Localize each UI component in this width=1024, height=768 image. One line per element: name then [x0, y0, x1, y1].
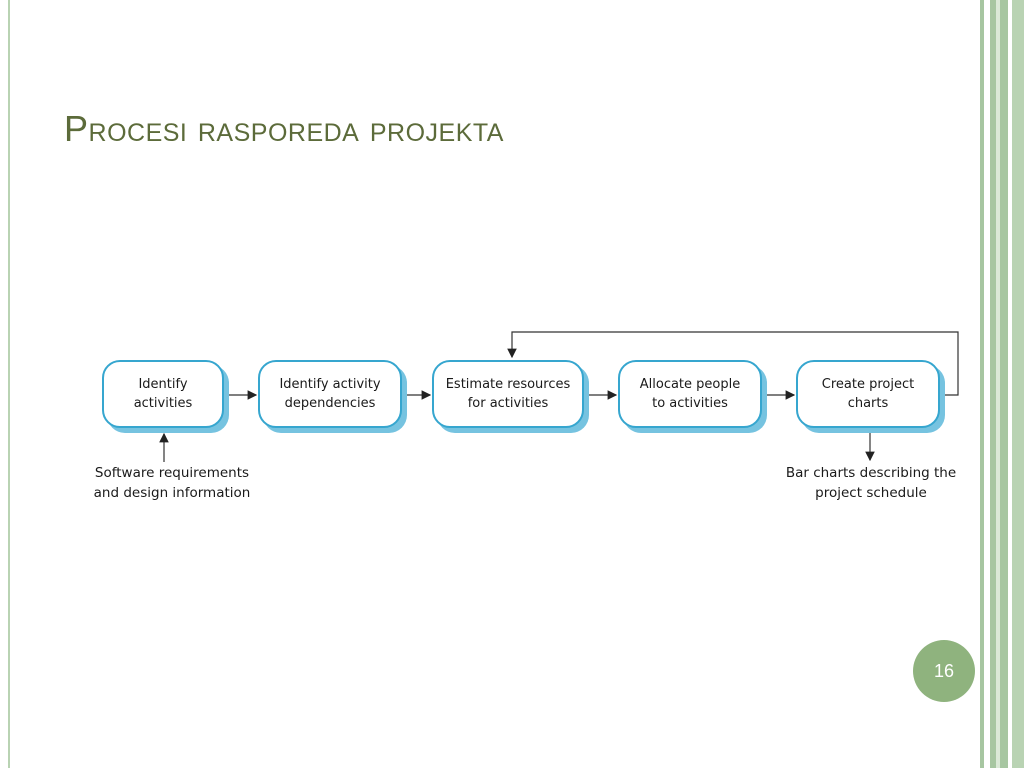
page-number-badge: 16	[913, 640, 975, 702]
right-decorative-band	[978, 0, 1024, 768]
activity-create-charts: Create project charts	[796, 360, 940, 428]
activity-label: Create project charts	[821, 377, 915, 411]
feedback-arrow	[507, 331, 959, 396]
activity-label: Identify activity dependencies	[279, 377, 381, 411]
left-border-rule	[8, 0, 10, 768]
activity-estimate-resources: Estimate resources for activities	[432, 360, 584, 428]
activity-allocate-people: Allocate people to activities	[618, 360, 762, 428]
activity-label: Identify activities	[133, 377, 193, 411]
activity-identify-activities: Identify activities	[102, 360, 224, 428]
input-note: Software requirements and design informa…	[93, 465, 251, 501]
output-note: Bar charts describing the project schedu…	[785, 465, 957, 501]
activity-label: Estimate resources for activities	[445, 377, 571, 411]
activity-identify-dependencies: Identify activity dependencies	[258, 360, 402, 428]
activity-label: Allocate people to activities	[639, 377, 741, 411]
slide-title: Procesi rasporeda projekta	[64, 108, 504, 149]
